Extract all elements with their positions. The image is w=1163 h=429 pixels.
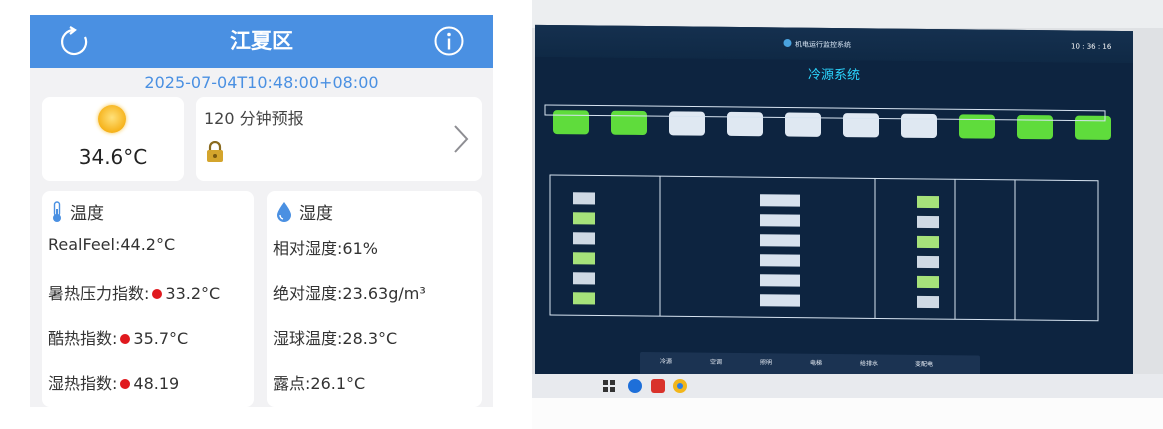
chiller-icon [760,274,800,287]
dock-item-chiller[interactable]: 冷源 [660,358,673,366]
chiller-icon [760,254,800,267]
system-header: 机电运行监控系统 10 : 36 : 16 [535,24,1133,64]
chiller-icon [760,214,800,227]
lock-icon [207,141,223,162]
cooling-towers [553,110,1111,140]
info-icon[interactable] [433,25,465,57]
cooling-tower-icon [901,113,937,139]
pump-icon [917,195,939,209]
heat-index-row: 酷热指数: 35.7°C [48,325,188,349]
pump-icon [917,215,939,229]
humidity-heading: 湿度 [299,204,333,224]
forecast-title: 120 分钟预报 [204,109,304,128]
pump-icon [573,252,595,265]
sun-icon [98,105,126,133]
chiller-icon [760,194,800,207]
pump-icon [917,255,939,269]
heat-stress-row: 暑热压力指数: 33.2°C [48,280,220,304]
monitor-screen: 机电运行监控系统 10 : 36 : 16 冷源系统 冷源 空调 照明 电梯 给… [535,24,1133,384]
cooling-tower-icon [611,110,647,135]
pump-icon [573,292,595,305]
pump-icon [573,192,595,205]
alert-dot-icon [120,379,131,389]
current-temperature: 34.6°C [78,145,148,169]
chiller-rows [573,192,939,309]
cooling-tower-icon [727,111,763,137]
wet-bulb-temperature: 湿球温度:28.3°C [273,329,398,348]
humidity-card: 湿度 相对湿度:61% 绝对湿度:23.63g/m³ 湿球温度:28.3°C 露… [267,191,482,407]
dock-item-lighting[interactable]: 照明 [760,359,773,367]
chiller-icon [760,234,800,247]
thermometer-icon [53,200,61,222]
page-title: 江夏区 [230,29,293,53]
dock-item-power[interactable]: 变配电 [915,360,934,369]
current-weather-card: 34.6°C [42,97,184,181]
cooling-tower-icon [843,113,879,138]
dock-item-elevator[interactable]: 电梯 [810,359,823,367]
water-drop-icon [277,201,291,222]
cooling-tower-icon [959,114,995,139]
windows-taskbar [532,374,1163,398]
dock-item-hvac[interactable]: 空调 [710,358,723,366]
desk-surface [532,398,1163,429]
heat-index-label: 酷热指数: [48,329,118,348]
monitor-screen-photo: 机电运行监控系统 10 : 36 : 16 冷源系统 冷源 空调 照明 电梯 给… [532,0,1163,429]
heat-index-value: 35.7°C [133,329,189,348]
forecast-card[interactable]: 120 分钟预报 [196,97,482,181]
humidex-label: 湿热指数: [48,374,118,393]
relative-humidity: 相对湿度:61% [273,239,378,258]
humidex-value: 48.19 [133,374,180,393]
dew-point: 露点:26.1°C [273,374,366,393]
chiller-plant-diagram [544,104,1111,322]
windows-start-icon[interactable] [602,379,616,393]
chevron-right-icon[interactable] [452,123,470,155]
observation-timestamp: 2025-07-04T10:48:00+08:00 [144,73,379,92]
cooling-tower-icon [669,111,705,136]
pump-icon [917,275,939,289]
chiller-icon [760,294,800,307]
pump-icon [917,295,939,309]
system-name: 机电运行监控系统 [795,40,851,50]
humidex-row: 湿热指数: 48.19 [48,370,179,394]
cooling-tower-icon [785,112,821,137]
pump-icon [573,212,595,225]
pump-icon [573,232,595,245]
system-clock: 10 : 36 : 16 [1071,42,1112,51]
refresh-icon[interactable] [58,26,90,58]
temperature-heading: 温度 [70,204,104,224]
pump-icon [573,272,595,285]
wps-icon[interactable] [650,378,666,394]
browser-icon[interactable] [627,378,643,394]
alert-dot-icon [120,334,131,344]
chrome-icon[interactable] [672,378,688,394]
absolute-humidity: 绝对湿度:23.63g/m³ [273,284,426,303]
app-header: 江夏区 [30,15,493,68]
heat-stress-value: 33.2°C [165,284,221,303]
alert-dot-icon [152,289,163,299]
cooling-tower-icon [1017,114,1053,140]
cooling-tower-icon [553,110,589,135]
browser-address-bar [532,0,1163,28]
dock-item-water[interactable]: 给排水 [860,360,879,368]
cooling-tower-icon [1075,115,1111,140]
heat-stress-label: 暑热压力指数: [48,284,150,303]
pump-icon [917,235,939,249]
system-logo-icon [783,39,792,48]
temperature-card: 温度 RealFeel:44.2°C 暑热压力指数: 33.2°C 酷热指数: 35… [42,191,254,407]
weather-app-panel: 江夏区 2025-07-04T10:48:00+08:00 34.6°C 120… [30,15,493,407]
realfeel-value: RealFeel:44.2°C [48,235,176,254]
